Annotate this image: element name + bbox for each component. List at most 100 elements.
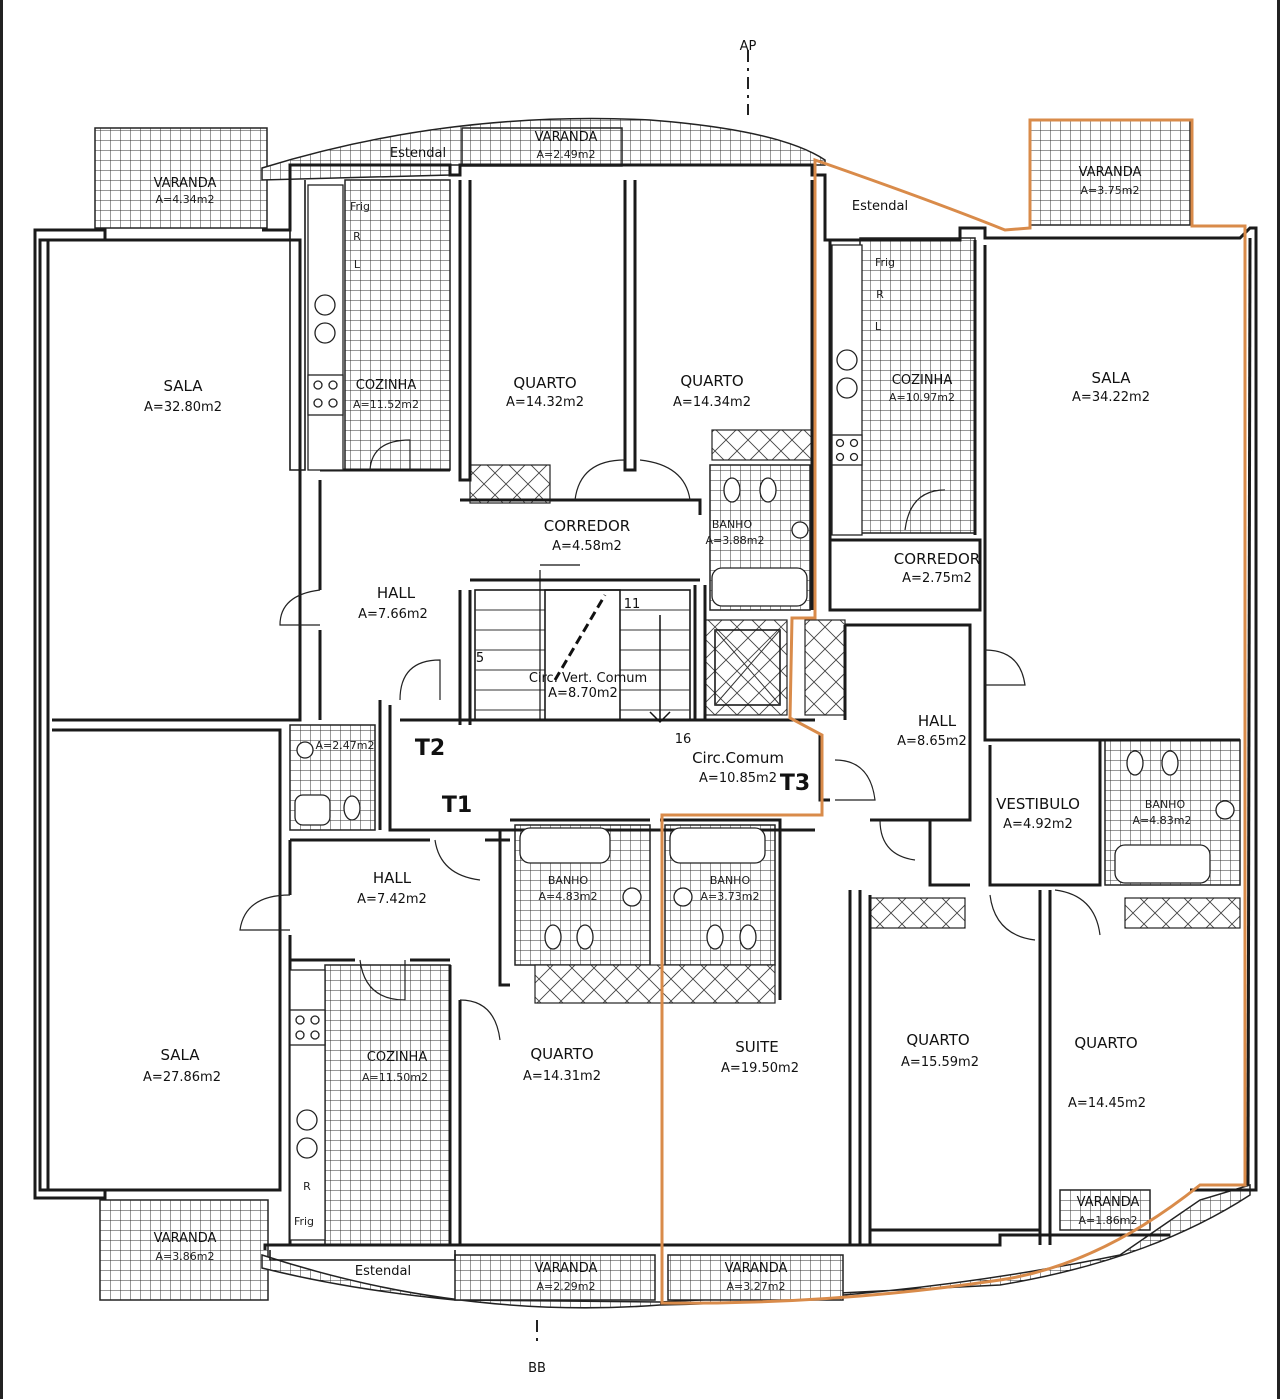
wardrobes [469, 429, 1241, 1004]
room-banho-s2: BANHO A=3.73m2 [701, 874, 760, 903]
svg-text:A=11.50m2: A=11.50m2 [362, 1071, 428, 1084]
left-border [0, 0, 3, 1399]
section-mark-top: AP [740, 39, 757, 54]
svg-text:A=8.65m2: A=8.65m2 [897, 734, 967, 749]
tag-l-nw: L [354, 258, 361, 271]
svg-text:HALL: HALL [377, 584, 416, 602]
svg-text:A=11.52m2: A=11.52m2 [353, 398, 419, 411]
svg-text:COZINHA: COZINHA [892, 373, 953, 388]
svg-text:BANHO: BANHO [712, 518, 753, 531]
wardrobe-3 [534, 964, 776, 1004]
wardrobe-4 [869, 897, 966, 929]
varanda-n-area [461, 127, 623, 167]
kitchen-nw-fixtures [307, 184, 344, 471]
svg-text:VARANDA: VARANDA [1077, 1195, 1140, 1210]
svg-text:VARANDA: VARANDA [725, 1261, 788, 1276]
svg-text:BANHO: BANHO [548, 874, 589, 887]
unit-tag-t3: T3 [780, 771, 810, 796]
varanda-se-area [1059, 1189, 1151, 1231]
svg-text:A=3.75m2: A=3.75m2 [1081, 184, 1140, 197]
svg-text:COZINHA: COZINHA [367, 1050, 428, 1065]
room-sala-sw: SALA A=27.86m2 [143, 1046, 221, 1085]
svg-text:A=3.27m2: A=3.27m2 [727, 1280, 786, 1293]
room-hall-e: HALL A=8.65m2 [897, 712, 967, 749]
room-cozinha-sw: COZINHA A=11.50m2 [362, 1050, 428, 1084]
svg-text:A=4.83m2: A=4.83m2 [539, 890, 598, 903]
svg-text:A=7.66m2: A=7.66m2 [358, 607, 428, 622]
svg-text:VARANDA: VARANDA [1079, 165, 1142, 180]
svg-text:A=4.92m2: A=4.92m2 [1003, 817, 1073, 832]
svg-text:QUARTO: QUARTO [513, 374, 576, 392]
svg-text:A=3.73m2: A=3.73m2 [701, 890, 760, 903]
estendal-nw: Estendal [390, 146, 446, 161]
svg-text:BANHO: BANHO [710, 874, 751, 887]
room-circ-comum: Circ.Comum A=10.85m2 [692, 749, 784, 786]
bath-s1-fixtures [519, 827, 642, 950]
stair-number-16: 16 [675, 732, 692, 747]
svg-text:VARANDA: VARANDA [535, 1261, 598, 1276]
bath-e-fixtures [1114, 750, 1235, 884]
section-marks: AP BB [528, 39, 756, 1376]
svg-text:A=10.85m2: A=10.85m2 [699, 771, 777, 786]
room-hall-sw: HALL A=7.42m2 [357, 869, 427, 907]
wardrobe-5 [1124, 897, 1241, 929]
balconies [94, 117, 1251, 1309]
svg-text:A=32.80m2: A=32.80m2 [144, 400, 222, 415]
svg-text:HALL: HALL [918, 712, 957, 730]
bath-s2-fixtures [669, 827, 766, 950]
room-sala-nw: SALA A=32.80m2 [144, 377, 222, 415]
varanda-s1: VARANDA A=2.29m2 [535, 1261, 598, 1293]
varanda-s2-area [667, 1254, 844, 1301]
fixtures [289, 184, 1235, 1241]
svg-text:SALA: SALA [163, 377, 203, 395]
svg-text:A=27.86m2: A=27.86m2 [143, 1070, 221, 1085]
unit-tag-t1: T1 [442, 793, 472, 818]
svg-text:CORREDOR: CORREDOR [894, 550, 980, 568]
stair [474, 564, 691, 724]
svg-text:A=14.32m2: A=14.32m2 [506, 395, 584, 410]
unit-tags: T2 T1 T3 5 11 16 [415, 597, 810, 818]
svg-text:CORREDOR: CORREDOR [544, 517, 630, 535]
kitchen-ne-fixtures [831, 244, 863, 536]
kitchen-sw-fixtures [289, 969, 326, 1241]
svg-text:VESTIBULO: VESTIBULO [996, 795, 1080, 813]
varanda-s1-area [454, 1254, 656, 1301]
highlighted-unit-outline [660, 118, 1247, 1305]
room-banho-s1: BANHO A=4.83m2 [539, 874, 598, 903]
room-cozinha-ne: COZINHA A=10.97m2 [889, 373, 955, 404]
room-labels: SALA A=32.80m2 COZINHA A=11.52m2 QUARTO … [143, 369, 1191, 1111]
bath-n-fixtures [711, 477, 809, 607]
svg-text:A=2.47m2: A=2.47m2 [316, 739, 375, 752]
svg-text:A=3.86m2: A=3.86m2 [156, 1250, 215, 1263]
lift-shaft [704, 619, 788, 716]
room-wc-w: A=2.47m2 [316, 739, 375, 752]
varanda-s2: VARANDA A=3.27m2 [725, 1261, 788, 1293]
room-banho-e: BANHO A=4.83m2 [1133, 798, 1192, 827]
section-mark-bottom: BB [528, 1361, 546, 1376]
room-quarto-n1: QUARTO A=14.32m2 [506, 374, 584, 410]
lift-icon [714, 629, 781, 706]
svg-text:QUARTO: QUARTO [530, 1045, 593, 1063]
svg-text:COZINHA: COZINHA [356, 378, 417, 393]
svg-text:A=2.29m2: A=2.29m2 [537, 1280, 596, 1293]
room-suite: SUITE A=19.50m2 [721, 1038, 799, 1076]
tag-r-ne: R [876, 288, 884, 301]
svg-text:A=7.42m2: A=7.42m2 [357, 892, 427, 907]
room-banho-n: BANHO A=3.88m2 [706, 518, 765, 547]
room-corredor-e: CORREDOR A=2.75m2 [894, 550, 980, 586]
room-quarto-s1: QUARTO A=14.31m2 [523, 1045, 601, 1084]
varanda-ne: VARANDA A=3.75m2 [1079, 165, 1142, 197]
cozinha-ne-tiles [859, 237, 976, 534]
svg-text:A=14.45m2: A=14.45m2 [1068, 1096, 1146, 1111]
svg-text:A=14.34m2: A=14.34m2 [673, 395, 751, 410]
tag-frig-sw: Frig [294, 1215, 314, 1228]
svg-text:Circ.Comum: Circ.Comum [692, 749, 784, 767]
varanda-s-strip [261, 1183, 1251, 1309]
wc-w-fixtures [294, 741, 361, 826]
stair-number-11: 11 [624, 597, 641, 612]
doors [239, 439, 1101, 1041]
svg-text:HALL: HALL [373, 869, 412, 887]
wardrobe-1 [469, 464, 551, 504]
wardrobe-2 [711, 429, 813, 461]
svg-text:QUARTO: QUARTO [1074, 1034, 1137, 1052]
